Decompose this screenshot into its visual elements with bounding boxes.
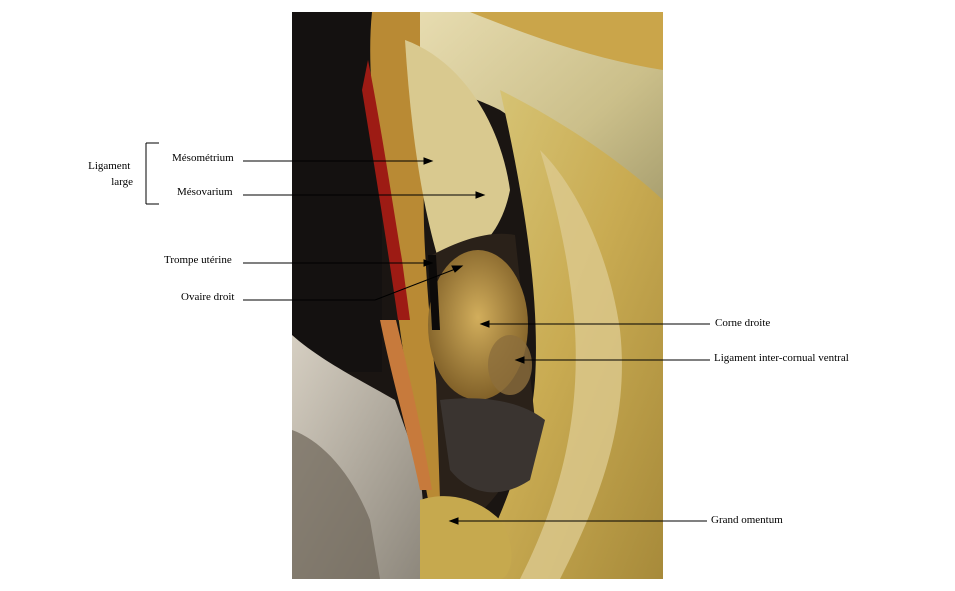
label-ovaire-droit: Ovaire droit: [181, 291, 234, 303]
ligament-large-bracket: [145, 142, 159, 205]
leader-corne-droite: [479, 320, 710, 328]
leader-grand-omentum: [448, 517, 707, 525]
leader-ovaire-droit: [243, 265, 464, 301]
label-trompe-uterine: Trompe utérine: [164, 254, 232, 266]
label-mesovarium: Mésovarium: [177, 186, 233, 198]
label-ligament-inter-cornual: Ligament inter-cornual ventral: [714, 352, 849, 364]
label-corne-droite: Corne droite: [715, 317, 770, 329]
leader-mesometrium: [243, 157, 434, 165]
label-mesometrium: Mésométrium: [172, 152, 234, 164]
label-grand-omentum: Grand omentum: [711, 514, 783, 526]
leader-ligament-inter-cornual: [514, 356, 710, 364]
label-ligament-large: Ligament large: [88, 160, 133, 188]
dissection-photo: [292, 12, 663, 579]
leader-mesovarium: [243, 191, 486, 199]
leader-trompe-uterine: [243, 259, 434, 267]
